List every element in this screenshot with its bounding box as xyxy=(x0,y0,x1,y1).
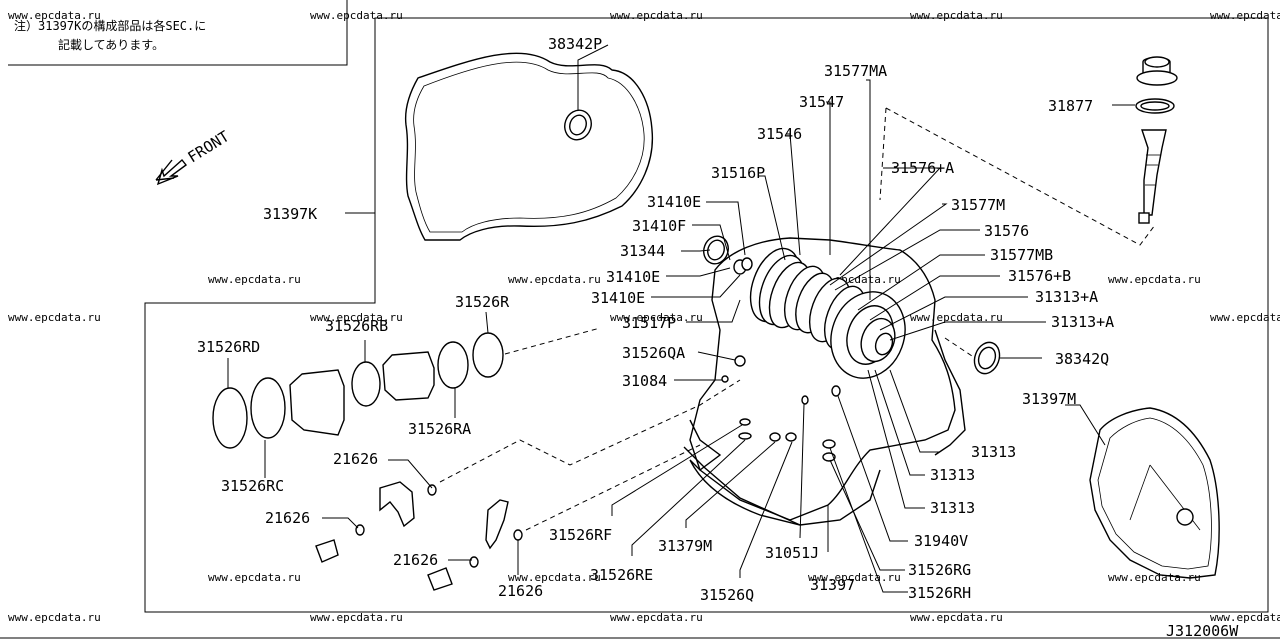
cover-31397m xyxy=(1089,407,1220,579)
callout-31940v: 31940V xyxy=(914,532,968,550)
callout-21626-4: 21626 xyxy=(498,582,543,600)
watermarks: www.epcdata.ru www.epcdata.ru www.epcdat… xyxy=(8,9,1280,624)
callout-31526re: 31526RE xyxy=(590,566,653,584)
callout-31526rc: 31526RC xyxy=(221,477,284,495)
callout-31516p: 31516P xyxy=(711,164,765,182)
note-frame xyxy=(8,0,348,66)
callout-31547: 31547 xyxy=(799,93,844,111)
watermark: www.epcdata.ru xyxy=(1108,273,1201,286)
callout-31313-2: 31313 xyxy=(930,466,975,484)
callout-31526rb: 31526RB xyxy=(325,317,388,335)
phantom-lines xyxy=(439,107,1156,531)
callout-31379m: 31379M xyxy=(658,537,712,555)
callout-31313a-1: 31313+A xyxy=(1035,288,1098,306)
note-line-1: 注）31397Kの構成部品は各SEC.に xyxy=(14,18,206,33)
note-line-2: 記載してあります。 xyxy=(58,37,164,52)
callout-31051j: 31051J xyxy=(765,544,819,562)
main-frame xyxy=(144,17,1269,613)
watermark: www.epcdata.ru xyxy=(508,273,601,286)
watermark: www.epcdata.ru xyxy=(310,9,403,22)
callout-31313-1: 31313 xyxy=(971,443,1016,461)
callout-31526rg: 31526RG xyxy=(908,561,971,579)
callout-31546: 31546 xyxy=(757,125,802,143)
callout-31877: 31877 xyxy=(1048,97,1093,115)
callout-38342q: 38342Q xyxy=(1055,350,1109,368)
watermark: www.epcdata.ru xyxy=(1210,611,1280,624)
callout-31313a-2: 31313+A xyxy=(1051,313,1114,331)
callout-31526r: 31526R xyxy=(455,293,510,311)
watermark: www.epcdata.ru xyxy=(808,571,901,584)
watermark: www.epcdata.ru xyxy=(1210,9,1280,22)
leader-lines xyxy=(227,44,1135,593)
callout-31526rh: 31526RH xyxy=(908,584,971,602)
callout-31084: 31084 xyxy=(622,372,667,390)
callout-31526rd: 31526RD xyxy=(197,338,260,356)
callout-31577m: 31577M xyxy=(951,196,1005,214)
callout-38342p: 38342P xyxy=(548,35,602,53)
watermark: www.epcdata.ru xyxy=(8,9,101,22)
callout-31526q: 31526Q xyxy=(700,586,754,604)
servo-pistons xyxy=(212,332,504,449)
callout-31517p: 31517P xyxy=(622,314,676,332)
callout-31397: 31397 xyxy=(810,576,855,594)
diagram-code: J312006W xyxy=(1166,622,1239,640)
callout-21626-3: 21626 xyxy=(393,551,438,569)
watermark: www.epcdata.ru xyxy=(208,571,301,584)
watermark: www.epcdata.ru xyxy=(610,311,703,324)
callout-21626-1: 21626 xyxy=(333,450,378,468)
callout-21626-2: 21626 xyxy=(265,509,310,527)
callout-31526ra: 31526RA xyxy=(408,420,471,438)
gasket-31397k xyxy=(404,52,654,241)
watermark: www.epcdata.ru xyxy=(310,611,403,624)
callout-31313-3: 31313 xyxy=(930,499,975,517)
callout-31410e-2: 31410E xyxy=(606,268,660,286)
watermark: www.epcdata.ru xyxy=(910,611,1003,624)
watermark: www.epcdata.ru xyxy=(1108,571,1201,584)
watermark: www.epcdata.ru xyxy=(310,311,403,324)
watermark: www.epcdata.ru xyxy=(610,611,703,624)
small-parts xyxy=(315,355,841,591)
watermark: www.epcdata.ru xyxy=(8,611,101,624)
callout-31577ma: 31577MA xyxy=(824,62,887,80)
callout-31526qa: 31526QA xyxy=(622,344,685,362)
callout-31577mb: 31577MB xyxy=(990,246,1053,264)
watermark: www.epcdata.ru xyxy=(8,311,101,324)
watermark: www.epcdata.ru xyxy=(1210,311,1280,324)
callout-31397k: 31397K xyxy=(263,205,317,223)
callout-31526rf: 31526RF xyxy=(549,526,612,544)
callout-31576a: 31576+A xyxy=(891,159,954,177)
seal-38342q xyxy=(973,341,1001,375)
callout-31576b: 31576+B xyxy=(1008,267,1071,285)
clutch-assembly xyxy=(689,235,956,521)
watermark: www.epcdata.ru xyxy=(610,9,703,22)
note: 注）31397Kの構成部品は各SEC.に 記載してあります。 xyxy=(14,18,206,52)
callout-31410f: 31410F xyxy=(632,217,686,235)
callout-31344: 31344 xyxy=(620,242,665,260)
callout-31410e-1: 31410E xyxy=(647,193,701,211)
front-arrow-icon: FRONT xyxy=(155,127,233,186)
case-body xyxy=(683,329,966,526)
callout-31410e-3: 31410E xyxy=(591,289,645,307)
seal-38342p xyxy=(564,109,592,141)
part-31877 xyxy=(1135,56,1178,224)
callout-labels: 38342P 31577MA 31877 31547 31546 31516P … xyxy=(197,35,1114,604)
callout-31397m: 31397M xyxy=(1022,390,1076,408)
front-label: FRONT xyxy=(185,127,233,166)
callout-31576: 31576 xyxy=(984,222,1029,240)
watermark: www.epcdata.ru xyxy=(910,9,1003,22)
watermark: www.epcdata.ru xyxy=(508,571,601,584)
watermark: www.epcdata.ru xyxy=(208,273,301,286)
